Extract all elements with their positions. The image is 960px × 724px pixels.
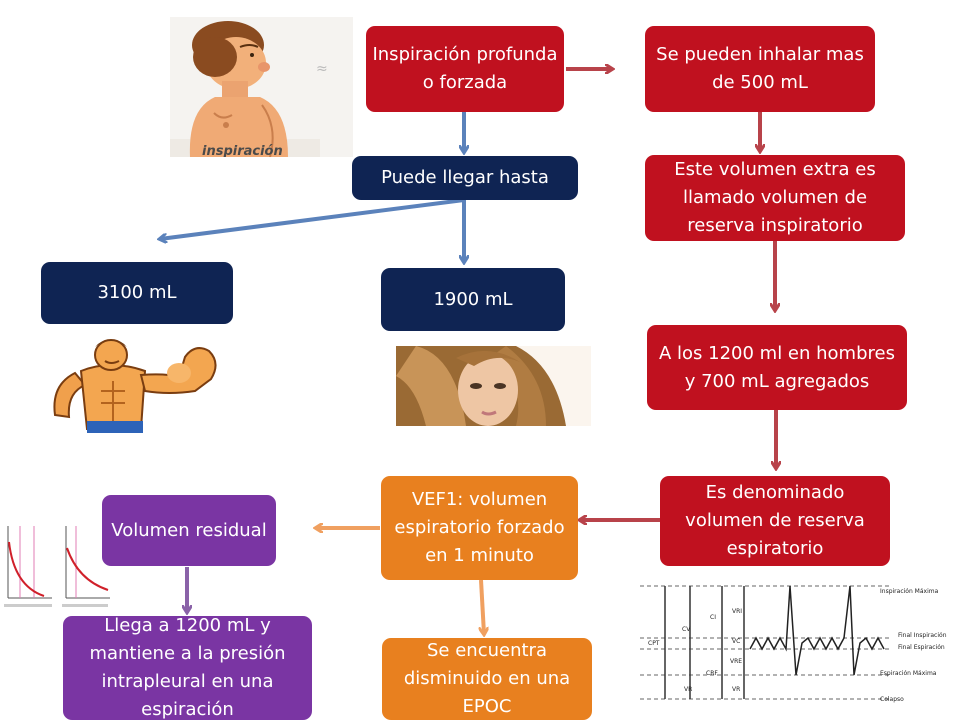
lung-volume-spirogram: Inspiración Máxima Final Inspiración Fin… xyxy=(640,583,960,720)
label-cv: CV xyxy=(682,626,691,633)
arrow-vef1-to-epoc xyxy=(481,579,484,634)
node-volumen-extra: Este volumen extra es llamado volumen de… xyxy=(645,155,905,241)
label-espiracion-maxima: Espiración Máxima xyxy=(880,670,937,677)
expiratory-curve-graphs-icon xyxy=(0,520,112,620)
muscular-man-illustration xyxy=(45,333,227,433)
node-volumen-residual: Volumen residual xyxy=(102,495,276,566)
label-vri: VRI xyxy=(732,608,742,615)
label-crf: CRF xyxy=(706,670,718,677)
svg-text:≈: ≈ xyxy=(316,61,328,77)
node-reserva-espiratorio: Es denominado volumen de reserva espirat… xyxy=(660,476,890,566)
inspiracion-caption: inspiración xyxy=(202,144,283,157)
label-vr-left: VR xyxy=(684,686,692,693)
label-inspiracion-maxima: Inspiración Máxima xyxy=(880,588,939,595)
node-inspiracion-forzada: Inspiración profunda o forzada xyxy=(366,26,564,112)
node-puede-llegar: Puede llegar hasta xyxy=(352,156,578,200)
label-cpt: CPT xyxy=(648,640,660,647)
node-vef1: VEF1: volumen espiratorio forzado en 1 m… xyxy=(381,476,578,580)
muscular-man-icon xyxy=(53,339,217,433)
node-1900: 1900 mL xyxy=(381,268,565,331)
label-vr-right: VR xyxy=(732,686,740,693)
node-3100: 3100 mL xyxy=(41,262,233,324)
label-vre: VRE xyxy=(730,658,742,665)
node-epoc: Se encuentra disminuido en una EPOC xyxy=(382,638,592,720)
arrow-puede-to-3100 xyxy=(160,198,465,239)
expiratory-curve-graphs xyxy=(0,520,112,620)
node-inhalar-500: Se pueden inhalar mas de 500 mL xyxy=(645,26,875,112)
label-colapso: Colapso xyxy=(880,696,904,703)
label-final-inspiracion: Final Inspiración xyxy=(898,632,947,639)
label-final-espiracion: Final Espiración xyxy=(898,644,945,651)
inhaling-boy-icon: ≈ inspiración xyxy=(170,17,353,159)
label-ci: CI xyxy=(710,614,716,621)
node-llega-1200: Llega a 1200 mL y mantiene a la presión … xyxy=(63,616,312,720)
woman-photo-icon xyxy=(396,346,591,426)
woman-photo xyxy=(396,346,591,426)
label-vc: VC xyxy=(732,638,740,645)
inhaling-boy-illustration: ≈ inspiración xyxy=(170,17,353,159)
node-agregados: A los 1200 ml en hombres y 700 mL agrega… xyxy=(647,325,907,410)
lung-volume-spirogram-icon: Inspiración Máxima Final Inspiración Fin… xyxy=(640,583,960,720)
